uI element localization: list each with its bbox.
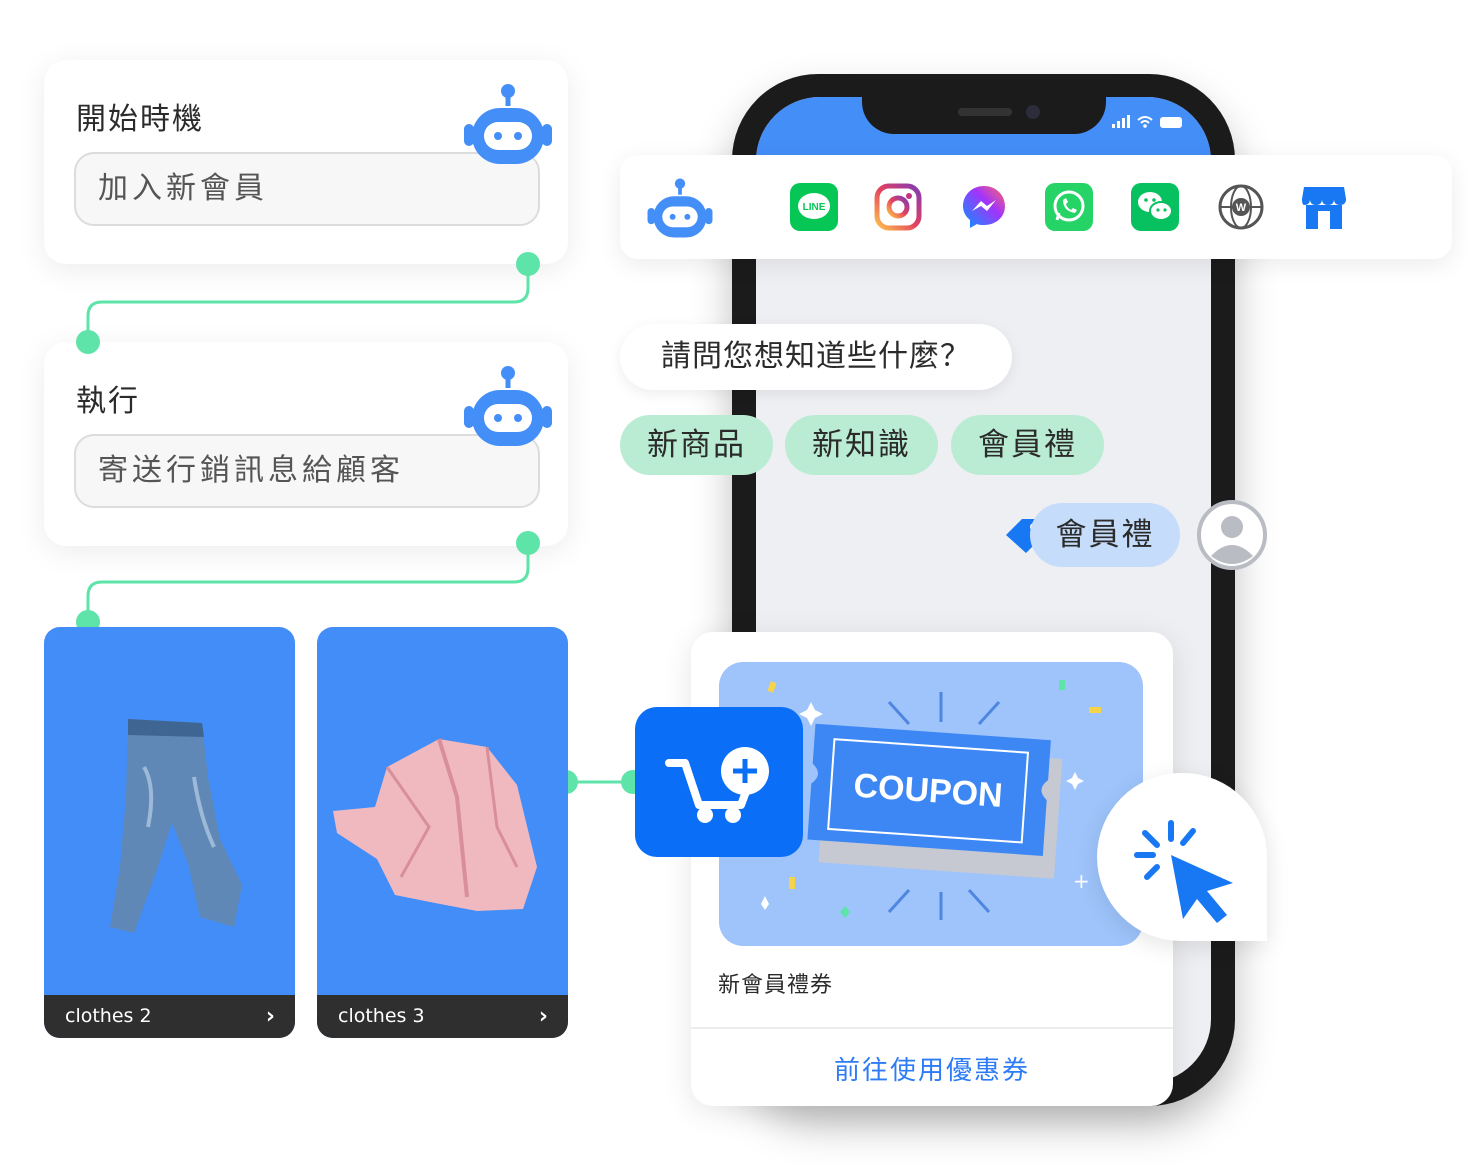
quick-reply-new-knowledge[interactable]: 新知識: [785, 415, 938, 475]
jacket-image: [333, 738, 537, 911]
cursor-click-icon: [1134, 820, 1233, 923]
action-card[interactable]: 執行 寄送行銷訊息給顧客: [44, 342, 568, 546]
trigger-value-field[interactable]: 加入新會員: [74, 152, 540, 226]
use-coupon-link[interactable]: 前往使用優惠券: [833, 1056, 1030, 1086]
phone-notch: [862, 74, 1106, 134]
click-indicator: [1097, 773, 1267, 941]
messenger-icon[interactable]: [960, 183, 1008, 231]
wechat-icon[interactable]: [1131, 183, 1179, 231]
chevron-right-icon: ›: [538, 1004, 548, 1029]
product-label: clothes 2: [65, 1005, 152, 1027]
svg-text:W: W: [1236, 202, 1247, 214]
line-icon[interactable]: LINE: [790, 183, 838, 231]
trigger-title: 開始時機: [76, 102, 204, 137]
coupon-divider: [691, 1027, 1173, 1029]
action-title: 執行: [76, 384, 140, 419]
website-icon[interactable]: W: [1217, 183, 1265, 231]
product-bar[interactable]: clothes 2 ›: [44, 995, 295, 1038]
status-icons: [1112, 115, 1182, 128]
chevron-right-icon: ›: [265, 1004, 275, 1029]
add-to-cart-button[interactable]: [635, 707, 803, 857]
product-bar[interactable]: clothes 3 ›: [317, 995, 568, 1038]
bot-question-bubble: 請問您想知道些什麼？: [620, 324, 1012, 390]
user-avatar-icon: [1197, 500, 1267, 570]
trigger-card[interactable]: 開始時機 加入新會員: [44, 60, 568, 264]
robot-icon: [464, 84, 552, 164]
speaker-grille: [958, 108, 1012, 116]
quick-reply-new-products[interactable]: 新商品: [620, 415, 773, 475]
product-card-clothes-2[interactable]: clothes 2 ›: [44, 627, 295, 1038]
channel-bar: LINE: [620, 155, 1452, 259]
jeans-image: [110, 719, 242, 933]
whatsapp-icon[interactable]: [1045, 183, 1093, 231]
instagram-icon[interactable]: [874, 183, 922, 231]
store-icon[interactable]: [1300, 183, 1348, 231]
quick-reply-member-gift[interactable]: 會員禮: [951, 415, 1104, 475]
robot-icon: [647, 178, 713, 238]
cart-plus-icon: [665, 747, 769, 823]
action-value-field[interactable]: 寄送行銷訊息給顧客: [74, 434, 540, 508]
product-label: clothes 3: [338, 1005, 425, 1027]
coupon-title: 新會員禮券: [718, 973, 834, 998]
front-camera: [1026, 105, 1040, 119]
robot-icon: [464, 366, 552, 446]
product-card-clothes-3[interactable]: clothes 3 ›: [317, 627, 568, 1038]
svg-text:+: +: [1073, 869, 1090, 893]
user-reply-bubble: 會員禮: [1030, 503, 1180, 567]
svg-text:LINE: LINE: [803, 202, 826, 213]
